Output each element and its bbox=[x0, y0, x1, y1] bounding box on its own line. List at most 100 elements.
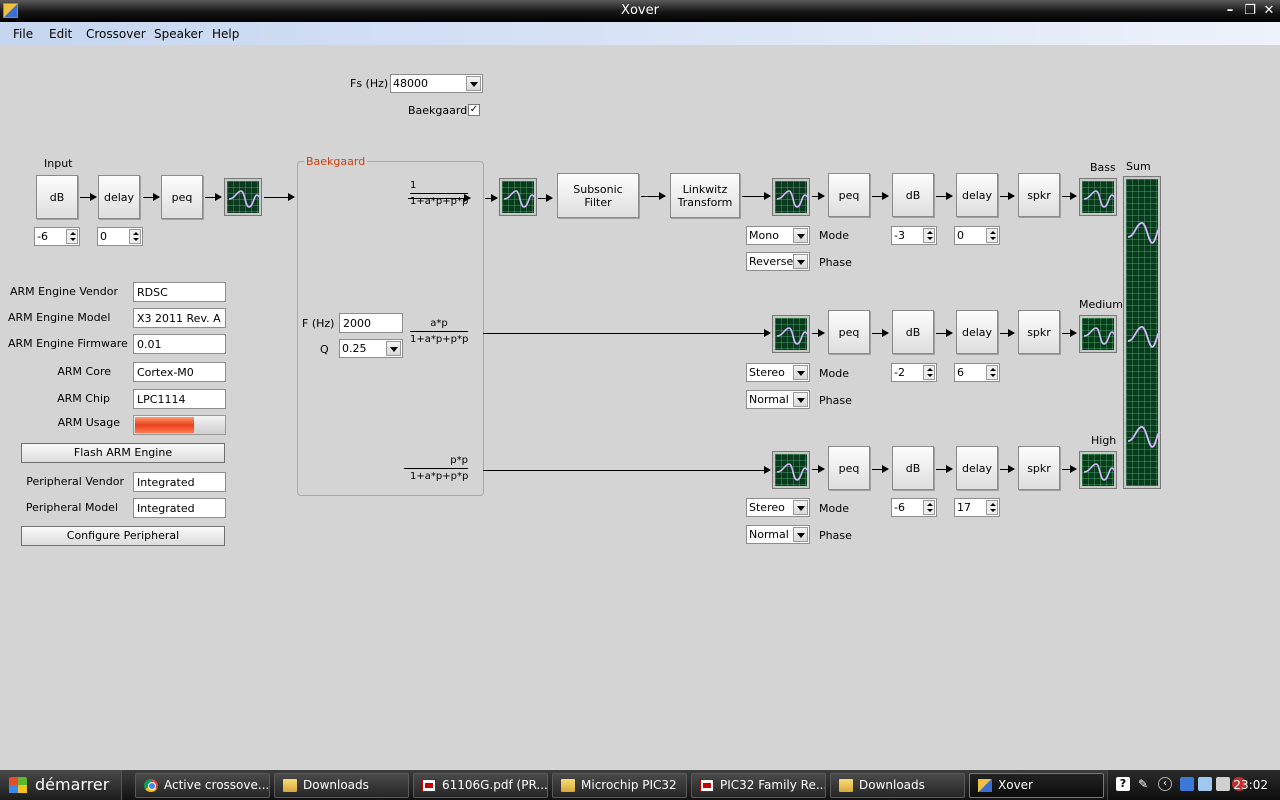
high-mode-select[interactable]: Stereo bbox=[746, 498, 810, 517]
high-spkr-block[interactable]: spkr bbox=[1018, 446, 1060, 490]
security-icon[interactable] bbox=[1232, 777, 1246, 791]
task-pdf-2[interactable]: PIC32 Family Re... bbox=[691, 773, 826, 798]
chevron-down-icon[interactable] bbox=[386, 341, 401, 356]
q-select[interactable]: 0.25 bbox=[339, 339, 403, 358]
bass-db-block[interactable]: dB bbox=[892, 173, 934, 217]
medium-output-scope[interactable] bbox=[1079, 315, 1117, 353]
arm-chip-field[interactable]: LPC1114 bbox=[133, 389, 226, 409]
chevron-left-icon[interactable]: ‹ bbox=[1158, 777, 1172, 791]
high-scope[interactable] bbox=[772, 451, 810, 489]
spinner-arrows-icon[interactable] bbox=[923, 500, 935, 515]
spinner-arrows-icon[interactable] bbox=[129, 229, 141, 244]
bass-delay-spinner[interactable]: 0 bbox=[954, 226, 1000, 245]
arrow-icon bbox=[812, 465, 825, 473]
medium-scope[interactable] bbox=[772, 315, 810, 353]
chevron-down-icon[interactable] bbox=[793, 500, 808, 515]
display-icon[interactable] bbox=[1216, 777, 1230, 791]
spinner-arrows-icon[interactable] bbox=[923, 365, 935, 380]
spinner-arrows-icon[interactable] bbox=[923, 228, 935, 243]
arm-core-field[interactable]: Cortex-M0 bbox=[133, 362, 226, 382]
task-pdf-1[interactable]: 61106G.pdf (PR... bbox=[413, 773, 548, 798]
app-icon[interactable] bbox=[3, 3, 18, 18]
medium-delay-block[interactable]: delay bbox=[956, 310, 998, 354]
menu-speaker[interactable]: Speaker bbox=[154, 27, 203, 41]
bass-phase-select[interactable]: Reverse bbox=[746, 252, 810, 271]
task-microchip-folder[interactable]: Microchip PIC32 bbox=[552, 773, 687, 798]
bass-peq-block[interactable]: peq bbox=[828, 173, 870, 217]
linkwitz-transform-block[interactable]: Linkwitz Transform bbox=[670, 173, 740, 218]
input-scope[interactable] bbox=[224, 178, 262, 216]
minimize-icon[interactable]: – bbox=[1226, 3, 1234, 18]
bass-delay-block[interactable]: delay bbox=[956, 173, 998, 217]
close-icon[interactable]: ✕ bbox=[1263, 3, 1275, 18]
task-xover[interactable]: Xover bbox=[969, 773, 1104, 798]
bass-spkr-block[interactable]: spkr bbox=[1018, 173, 1060, 217]
flash-arm-engine-button[interactable]: Flash ARM Engine bbox=[21, 443, 225, 463]
menu-crossover[interactable]: Crossover bbox=[86, 27, 146, 41]
high-output-scope[interactable] bbox=[1079, 451, 1117, 489]
medium-phase-select[interactable]: Normal bbox=[746, 390, 810, 409]
bass-scope[interactable] bbox=[772, 178, 810, 216]
spinner-arrows-icon[interactable] bbox=[66, 229, 78, 244]
sum-scope[interactable] bbox=[1123, 176, 1161, 489]
medium-peq-block[interactable]: peq bbox=[828, 310, 870, 354]
fs-select[interactable]: 48000 bbox=[390, 74, 483, 93]
taskbar: démarrer Active crossove... Downloads 61… bbox=[0, 770, 1280, 800]
bass-output-scope[interactable] bbox=[1079, 178, 1117, 216]
medium-mode-select[interactable]: Stereo bbox=[746, 363, 810, 382]
peripheral-model-field[interactable]: Integrated bbox=[133, 498, 226, 518]
spinner-arrows-icon[interactable] bbox=[986, 500, 998, 515]
high-delay-block[interactable]: delay bbox=[956, 446, 998, 490]
waveform-icon bbox=[1083, 327, 1117, 345]
baekgaard-scope[interactable] bbox=[499, 178, 537, 216]
medium-phase-label: Phase bbox=[819, 394, 852, 407]
medium-delay-spinner[interactable]: 6 bbox=[954, 363, 1000, 382]
spinner-arrows-icon[interactable] bbox=[986, 365, 998, 380]
start-button[interactable]: démarrer bbox=[0, 770, 122, 800]
arrow-icon bbox=[641, 192, 666, 200]
high-phase-select[interactable]: Normal bbox=[746, 525, 810, 544]
menu-edit[interactable]: Edit bbox=[49, 27, 73, 41]
input-peq-block[interactable]: peq bbox=[161, 175, 203, 219]
help-icon[interactable]: ? bbox=[1116, 777, 1130, 791]
spinner-arrows-icon[interactable] bbox=[986, 228, 998, 243]
medium-spkr-block[interactable]: spkr bbox=[1018, 310, 1060, 354]
high-delay-spinner[interactable]: 17 bbox=[954, 498, 1000, 517]
arm-firmware-field[interactable]: 0.01 bbox=[133, 334, 226, 354]
arm-model-field[interactable]: X3 2011 Rev. A bbox=[133, 308, 226, 328]
task-downloads-2[interactable]: Downloads bbox=[830, 773, 965, 798]
medium-db-spinner[interactable]: -2 bbox=[891, 363, 937, 382]
input-delay-spinner[interactable]: 0 bbox=[97, 227, 143, 246]
input-db-spinner[interactable]: -6 bbox=[34, 227, 80, 246]
pen-icon[interactable]: ✎ bbox=[1137, 777, 1149, 791]
chevron-down-icon[interactable] bbox=[793, 392, 808, 407]
f-field[interactable]: 2000 bbox=[339, 313, 403, 333]
configure-peripheral-button[interactable]: Configure Peripheral bbox=[21, 526, 225, 546]
peripheral-vendor-field[interactable]: Integrated bbox=[133, 472, 226, 492]
menu-file[interactable]: File bbox=[13, 27, 34, 41]
baekgaard-checkbox[interactable]: ✓ bbox=[468, 104, 480, 116]
task-downloads-1[interactable]: Downloads bbox=[274, 773, 409, 798]
arrow-icon bbox=[143, 193, 160, 201]
high-peq-block[interactable]: peq bbox=[828, 446, 870, 490]
network-icon[interactable] bbox=[1180, 777, 1194, 791]
arm-vendor-field[interactable]: RDSC bbox=[133, 282, 226, 302]
high-db-block[interactable]: dB bbox=[892, 446, 934, 490]
restore-icon[interactable]: ❐ bbox=[1244, 3, 1256, 18]
high-db-spinner[interactable]: -6 bbox=[891, 498, 937, 517]
chevron-down-icon[interactable] bbox=[793, 254, 808, 269]
bass-db-spinner[interactable]: -3 bbox=[891, 226, 937, 245]
task-chrome[interactable]: Active crossove... bbox=[135, 773, 270, 798]
dropbox-icon[interactable] bbox=[1198, 777, 1212, 791]
start-label: démarrer bbox=[35, 775, 110, 794]
medium-db-block[interactable]: dB bbox=[892, 310, 934, 354]
bass-mode-select[interactable]: Mono bbox=[746, 226, 810, 245]
subsonic-filter-block[interactable]: Subsonic Filter bbox=[557, 173, 639, 218]
input-delay-block[interactable]: delay bbox=[98, 175, 140, 219]
chevron-down-icon[interactable] bbox=[793, 527, 808, 542]
chevron-down-icon[interactable] bbox=[466, 76, 481, 91]
chevron-down-icon[interactable] bbox=[793, 365, 808, 380]
chevron-down-icon[interactable] bbox=[793, 228, 808, 243]
input-db-block[interactable]: dB bbox=[36, 175, 78, 219]
menu-help[interactable]: Help bbox=[212, 27, 240, 41]
